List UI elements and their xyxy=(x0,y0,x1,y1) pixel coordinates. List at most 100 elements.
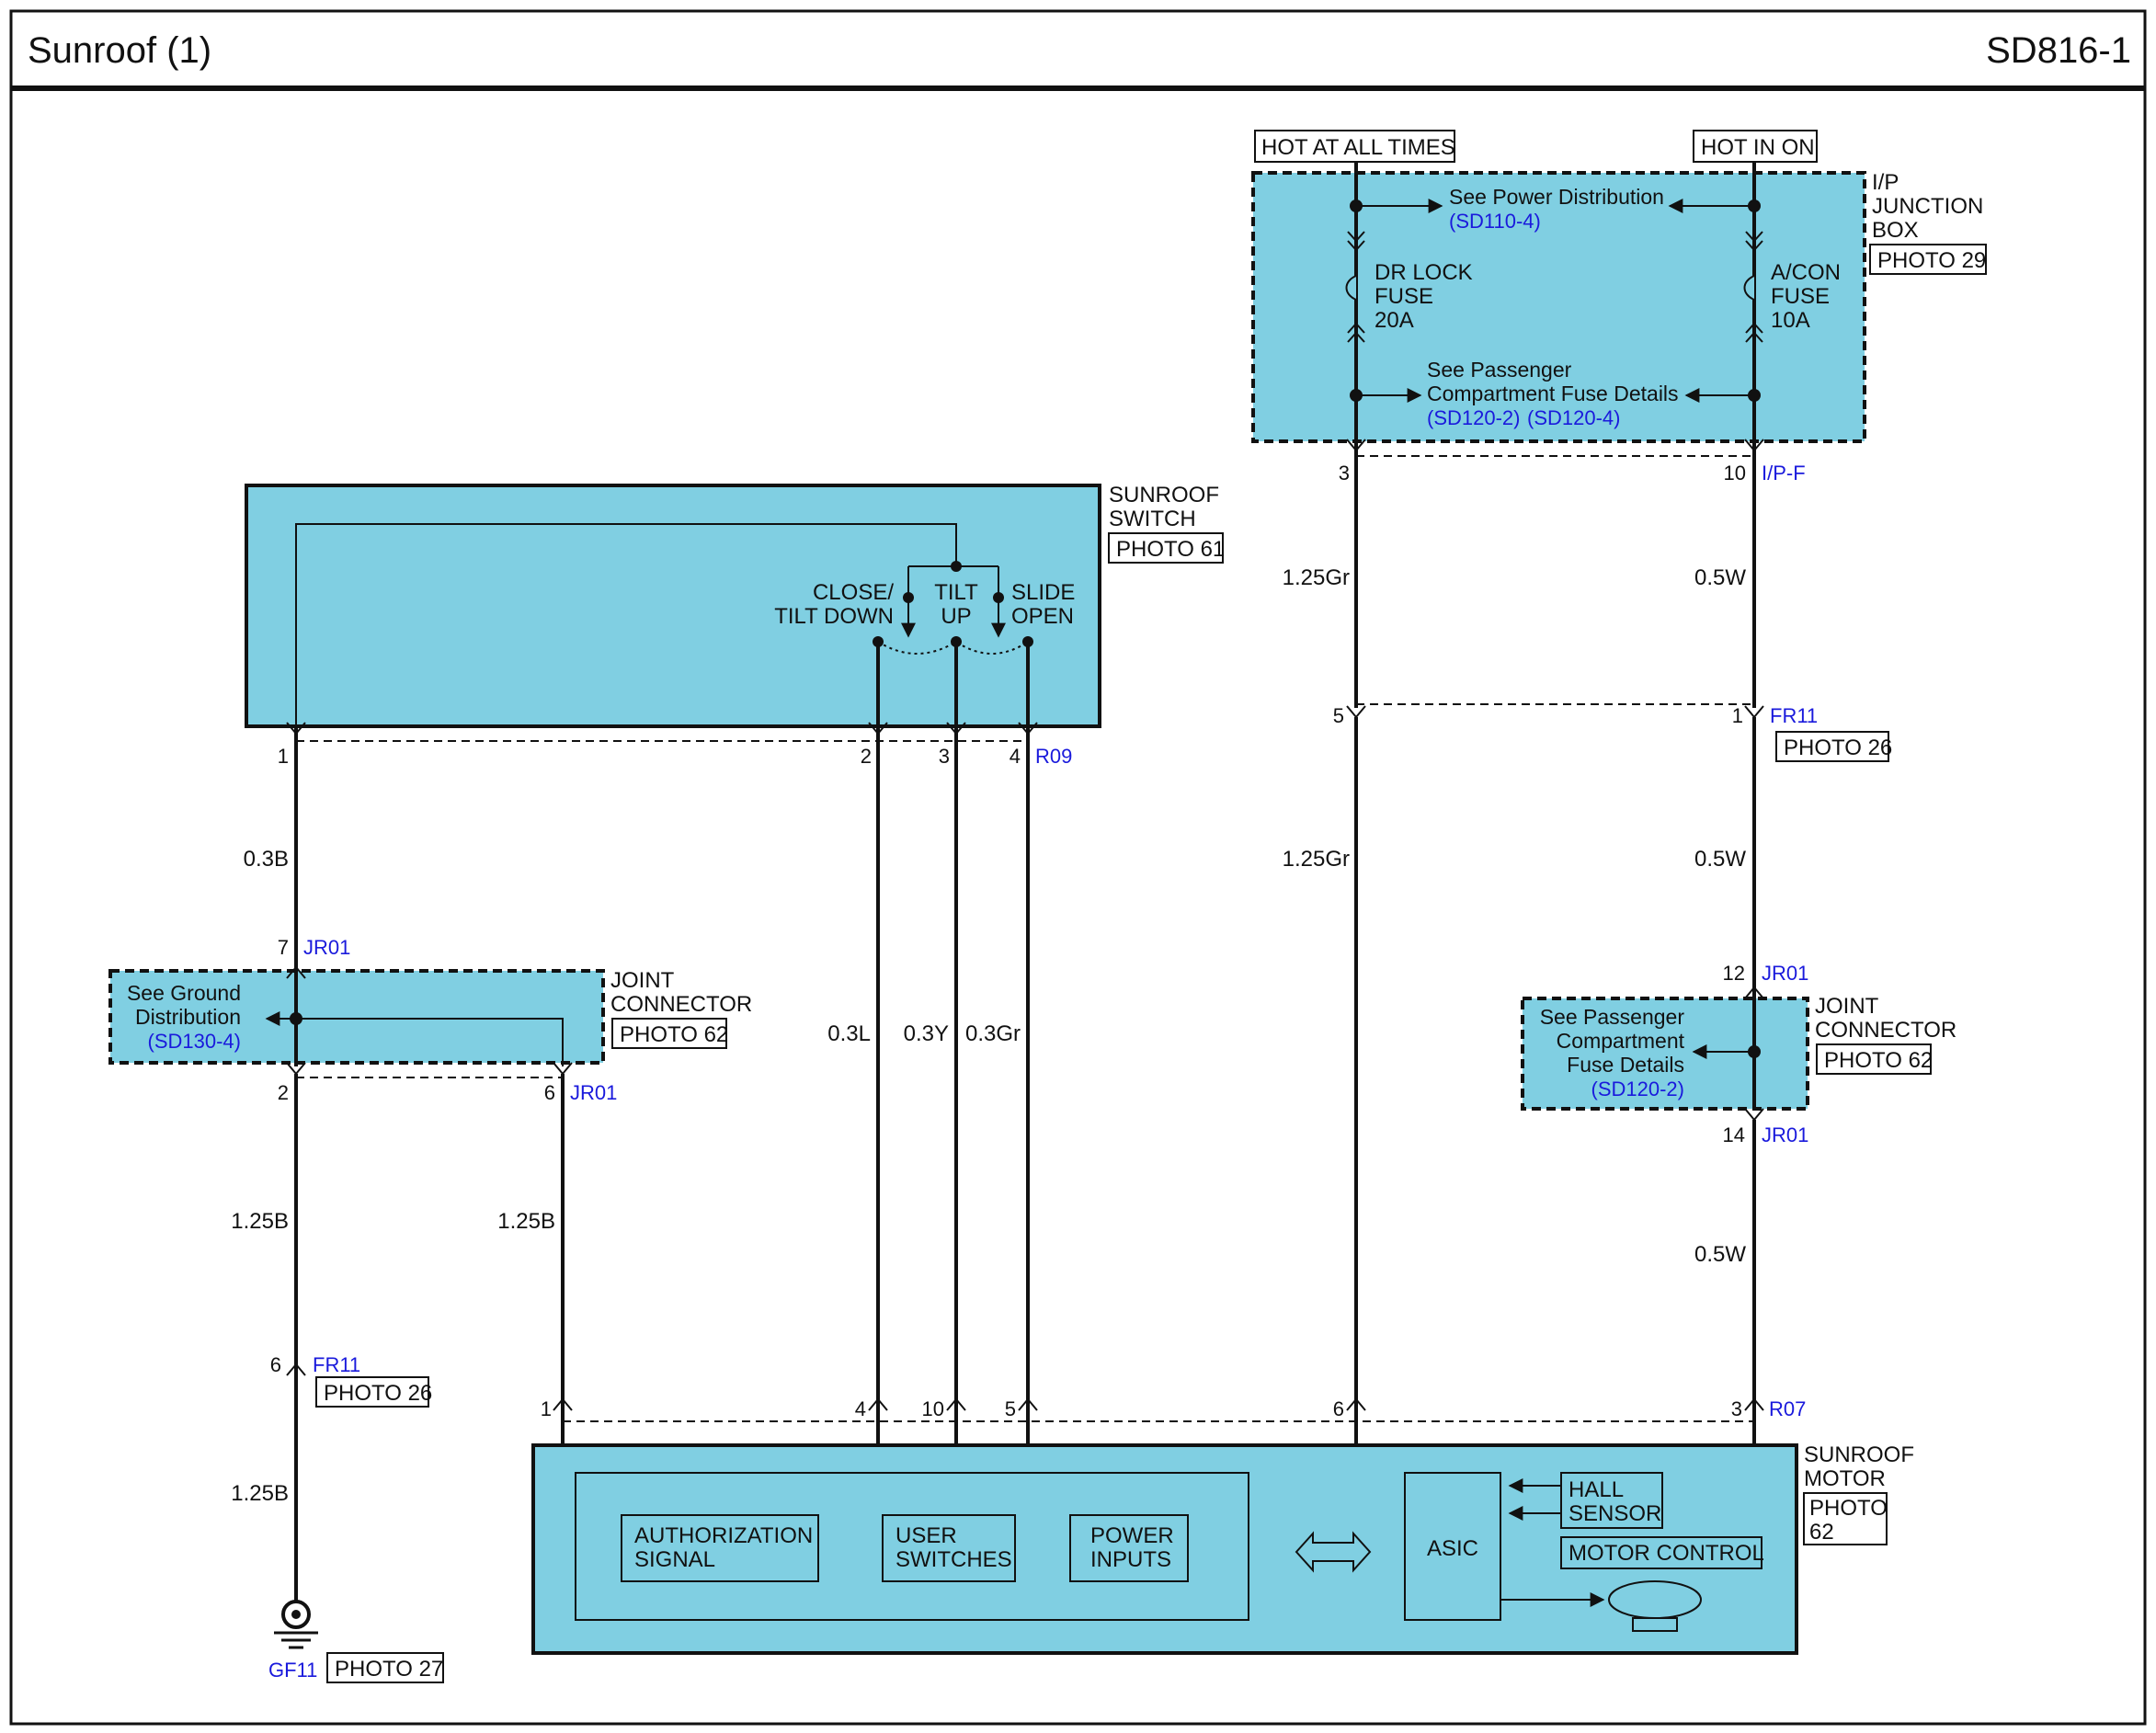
gf11-photo-box xyxy=(326,1652,444,1683)
ip-junction-box-name-3: BOX xyxy=(1872,218,1919,243)
switch-common-wire xyxy=(295,523,957,724)
hot-at-all-times-label: HOT AT ALL TIMES xyxy=(1261,135,1455,160)
sunroof-switch-photo: PHOTO 61 xyxy=(1116,537,1225,562)
ground-symbol-bars xyxy=(274,1631,318,1649)
dr-lock-fuse-label-2: FUSE xyxy=(1375,284,1433,309)
sw-pin-4: 4 xyxy=(1010,745,1021,768)
motor-pin-1: 1 xyxy=(541,1397,552,1420)
connector-chevron xyxy=(286,722,1038,735)
gf11-photo: PHOTO 27 xyxy=(335,1657,443,1682)
hot-in-on-label-box xyxy=(1693,130,1818,163)
joint-right-photo-box xyxy=(1816,1043,1932,1075)
pin-1: 1 xyxy=(1732,704,1743,727)
sd110-4-reference: (SD110-4) xyxy=(1449,210,1541,233)
hall-sensor-block xyxy=(1560,1472,1663,1529)
connector-chevron xyxy=(1346,439,1764,452)
joint-right-photo: PHOTO 62 xyxy=(1824,1048,1933,1073)
ipf-connector-label: I/P-F xyxy=(1762,462,1806,485)
sunroof-motor-photo-box xyxy=(1803,1492,1888,1545)
joint-left-photo: PHOTO 62 xyxy=(620,1022,728,1047)
authorization-signal-1: AUTHORIZATION xyxy=(634,1523,813,1548)
hot-at-all-times-label-box xyxy=(1254,130,1455,163)
see-passenger-text-2: Compartment Fuse Details xyxy=(1427,382,1679,405)
tilt-up-label-2: UP xyxy=(941,604,971,629)
joint-left-pin-6: 6 xyxy=(544,1081,555,1104)
joint-left-see-1: See Ground xyxy=(127,981,241,1005)
joint-left-branch xyxy=(296,1018,564,1066)
joint-left-conn-top: JR01 xyxy=(303,936,350,959)
wire-1-25gr-upper: 1.25Gr xyxy=(1283,565,1350,590)
joint-right-see-3: Fuse Details xyxy=(1567,1053,1684,1077)
pin-10: 10 xyxy=(1724,462,1746,485)
connector-chevron xyxy=(1744,986,1764,999)
joint-right-conn-top: JR01 xyxy=(1762,962,1808,985)
wire-0-3l: 0.3L xyxy=(827,1021,871,1046)
wire-0-5w-upper: 0.5W xyxy=(1694,565,1746,590)
joint-connector-left xyxy=(108,969,605,1065)
fr11-photo-box xyxy=(1775,731,1889,762)
diagram-title: Sunroof (1) xyxy=(28,30,211,71)
motor-pin-6: 6 xyxy=(1333,1397,1344,1420)
motor-pin-5: 5 xyxy=(1005,1397,1016,1420)
sheet-border xyxy=(9,9,2147,1726)
ip-junction-box-photo-box xyxy=(1869,244,1987,275)
motor-control-label: MOTOR CONTROL xyxy=(1569,1541,1764,1566)
hall-sensor-1: HALL xyxy=(1569,1477,1624,1502)
acon-fuse-label-3: 10A xyxy=(1771,308,1810,333)
joint-left-conn-bottom: JR01 xyxy=(570,1081,617,1104)
acon-fuse-symbol xyxy=(1743,231,1763,343)
joint-right-name-1: JOINT xyxy=(1815,994,1879,1019)
sunroof-motor-box xyxy=(531,1443,1798,1655)
ground-symbol-dot xyxy=(291,1610,301,1619)
joint-right-pin-14: 14 xyxy=(1723,1123,1745,1146)
connector-chevron xyxy=(286,1362,306,1376)
pin-5: 5 xyxy=(1333,704,1344,727)
pin-3: 3 xyxy=(1339,462,1350,485)
asic-block xyxy=(1404,1472,1501,1621)
switch-linkage xyxy=(877,640,1029,655)
joint-left-ref: (SD130-4) xyxy=(148,1030,241,1053)
motor-input-panel xyxy=(575,1472,1249,1621)
sunroof-switch-name-2: SWITCH xyxy=(1109,507,1196,531)
user-switches-block xyxy=(882,1514,1016,1582)
connector-chevron xyxy=(553,1397,1764,1411)
dr-lock-fuse-label-3: 20A xyxy=(1375,308,1414,333)
sw-pin-1: 1 xyxy=(278,745,289,768)
see-passenger-text-1: See Passenger xyxy=(1427,358,1572,382)
motor-pin-3: 3 xyxy=(1731,1397,1742,1420)
wire-0-3b: 0.3B xyxy=(244,847,289,872)
sd120-2-reference: (SD120-2) xyxy=(1427,406,1520,429)
motor-control-block xyxy=(1560,1536,1762,1569)
dr-lock-fuse-symbol xyxy=(1345,231,1365,343)
sunroof-motor-photo-1: PHOTO xyxy=(1809,1496,1888,1521)
joint-left-name-2: CONNECTOR xyxy=(610,992,752,1017)
sunroof-motor-photo-2: 62 xyxy=(1809,1520,1834,1545)
authorization-signal-block xyxy=(621,1514,819,1582)
connector-chevron xyxy=(1346,705,1764,719)
power-inputs-1: POWER xyxy=(1090,1523,1174,1548)
hall-sensor-2: SENSOR xyxy=(1569,1501,1661,1526)
gf11-label: GF11 xyxy=(268,1659,317,1682)
gnd-fr11-photo: PHOTO 26 xyxy=(324,1381,432,1406)
sd120-4-reference: (SD120-4) xyxy=(1527,406,1620,429)
sunroof-motor-name-1: SUNROOF xyxy=(1804,1442,1914,1467)
asic-label: ASIC xyxy=(1427,1536,1478,1561)
diagram-code: SD816-1 xyxy=(1986,30,2131,71)
sunroof-switch-photo-box xyxy=(1108,532,1224,564)
tilt-up-label-1: TILT xyxy=(934,580,978,605)
wire-0-5w-bottom: 0.5W xyxy=(1694,1242,1746,1267)
sw-pin-3: 3 xyxy=(939,745,950,768)
wire-1-25b-b: 1.25B xyxy=(497,1209,555,1234)
authorization-signal-2: SIGNAL xyxy=(634,1547,715,1572)
gnd-fr11-photo-box xyxy=(315,1376,429,1408)
motor-pin-10: 10 xyxy=(922,1397,944,1420)
joint-right-conn-bottom: JR01 xyxy=(1762,1123,1808,1146)
wire-1-25b-a: 1.25B xyxy=(231,1209,289,1234)
ip-junction-box-name-1: I/P xyxy=(1872,170,1899,195)
wire-0-3y: 0.3Y xyxy=(904,1021,949,1046)
sw-pin-2: 2 xyxy=(861,745,872,768)
ip-junction-box-photo: PHOTO 29 xyxy=(1877,248,1986,273)
close-tilt-down-label-2: TILT DOWN xyxy=(774,604,894,629)
r09-connector-label: R09 xyxy=(1035,745,1072,768)
